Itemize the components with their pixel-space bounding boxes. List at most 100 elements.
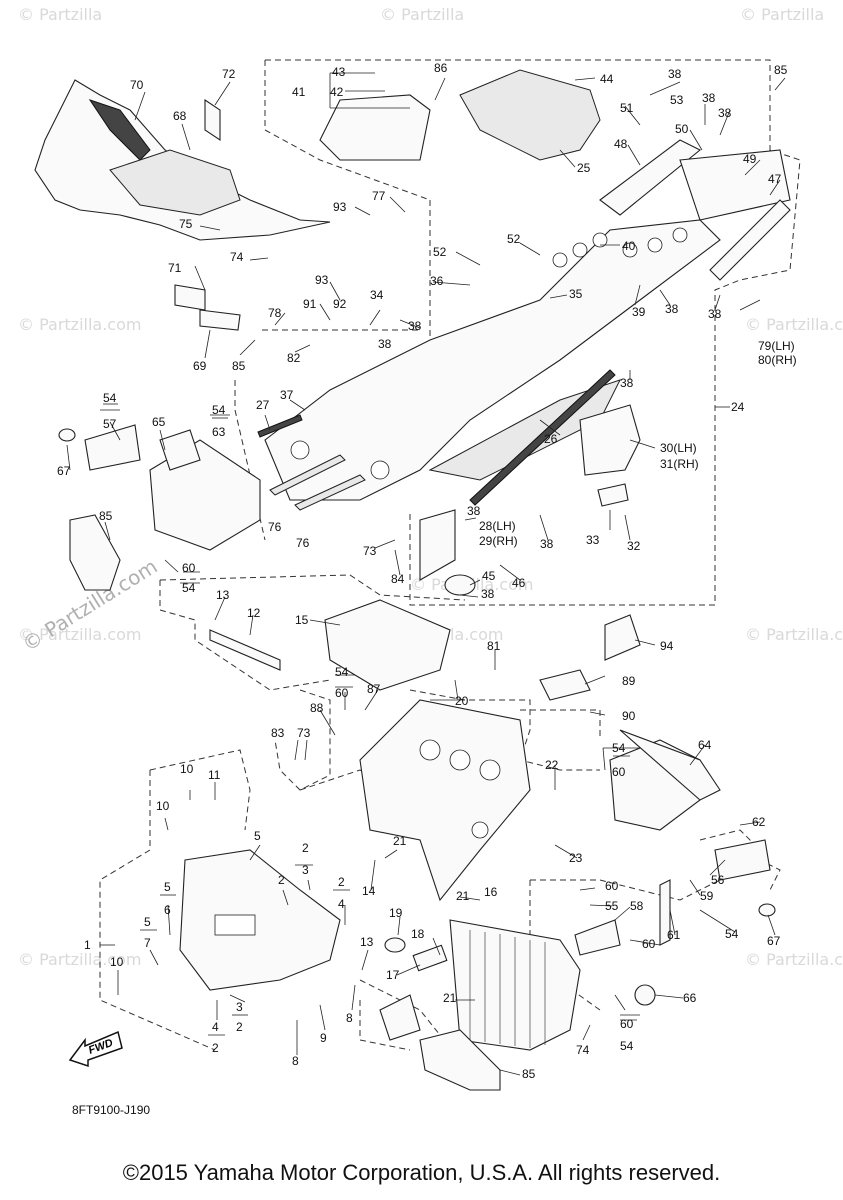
callout-54e: 54 [612,741,626,755]
watermark: © Partzilla.com [745,625,843,644]
callout-16: 16 [484,885,498,899]
callout-90: 90 [622,709,636,723]
callout-52: 52 [433,245,447,259]
watermark: © Partzilla.com [745,950,843,969]
callout-35: 35 [569,287,583,301]
callout-85b: 85 [774,63,788,77]
callout-21b: 21 [456,889,470,903]
callout-60f: 60 [620,1017,634,1031]
callout-54d: 54 [335,665,349,679]
callout-53: 53 [670,93,684,107]
watermark: © Partzilla [740,5,824,24]
callout-84: 84 [391,572,405,586]
callout-29: 29(RH) [479,534,518,548]
callout-5b: 5 [164,880,171,894]
callout-92: 92 [333,297,347,311]
callout-54c: 54 [182,581,196,595]
callout-28: 28(LH) [479,519,516,533]
callout-2e: 2 [212,1041,219,1055]
callout-38k: 38 [718,106,732,120]
callout-79: 79(LH) [758,339,795,353]
callout-69: 69 [193,359,207,373]
leader-lines [66,72,786,1076]
callout-82: 82 [287,351,301,365]
callout-73: 73 [363,544,377,558]
callout-76b: 76 [296,536,310,550]
callout-39: 39 [632,305,646,319]
callout-25: 25 [577,161,591,175]
callout-47: 47 [768,172,782,186]
watermark: © Partzilla [380,5,464,24]
callout-13: 13 [216,588,230,602]
callout-44: 44 [600,72,614,86]
callout-9: 9 [320,1031,327,1045]
assembly-brackets [103,403,637,1036]
fwd-arrow-icon: FWD [68,1030,123,1068]
callout-78: 78 [268,306,282,320]
copyright-notice: ©2015 Yamaha Motor Corporation, U.S.A. A… [122,1160,721,1185]
callout-38i: 38 [668,67,682,81]
callout-81: 81 [487,639,501,653]
callout-67b: 67 [767,934,781,948]
callout-93: 93 [315,273,329,287]
callout-38f: 38 [467,504,481,518]
callout-23: 23 [569,851,583,865]
callout-33: 33 [586,533,600,547]
callout-7: 7 [144,936,151,950]
diagram-code: 8FT9100-J190 [72,1103,151,1117]
callout-17: 17 [386,968,400,982]
callout-54b: 54 [212,403,226,417]
callout-49: 49 [743,152,757,166]
callout-48: 48 [614,137,628,151]
callout-63: 63 [212,425,226,439]
callout-57: 57 [103,417,117,431]
callout-10: 10 [180,762,194,776]
callout-38c: 38 [665,302,679,316]
callout-68: 68 [173,109,187,123]
callout-37: 37 [280,388,294,402]
callout-6: 6 [164,903,171,917]
callout-2c: 2 [338,875,345,889]
callout-2b: 2 [278,873,285,887]
callout-4: 4 [338,897,345,911]
callout-2d: 2 [236,1020,243,1034]
callout-91: 91 [303,297,317,311]
callout-56: 56 [711,873,725,887]
callout-21c: 21 [393,834,407,848]
callout-89: 89 [622,674,636,688]
callout-34: 34 [370,288,384,302]
callout-51: 51 [620,101,634,115]
callout-18: 18 [411,927,425,941]
callout-3: 3 [302,863,309,877]
watermark: © Partzilla.com [18,950,141,969]
callout-64: 64 [698,738,712,752]
callout-38b: 38 [378,337,392,351]
callout-88: 88 [310,701,324,715]
callout-38: 38 [408,319,422,333]
callout-labels: 70 72 68 75 74 71 69 85 78 82 91 93 92 9… [57,61,797,1081]
callout-22: 22 [545,758,559,772]
callout-52b: 52 [507,232,521,246]
callout-8: 8 [346,1011,353,1025]
callout-14: 14 [362,884,376,898]
callout-93b: 93 [333,200,347,214]
callout-72: 72 [222,67,236,81]
callout-31: 31(RH) [660,457,699,471]
callout-59: 59 [700,889,714,903]
callout-71: 71 [168,261,182,275]
callout-94: 94 [660,639,674,653]
callout-46: 46 [512,576,526,590]
callout-54g: 54 [620,1039,634,1053]
watermark: © Partzilla [18,5,102,24]
part-shapes [34,69,791,1091]
callout-38g: 38 [540,537,554,551]
callout-27: 27 [256,398,270,412]
callout-50: 50 [675,122,689,136]
callout-60c: 60 [612,765,626,779]
callout-43: 43 [332,65,346,79]
callout-66: 66 [683,991,697,1005]
callout-73b: 73 [297,726,311,740]
callout-1: 1 [84,938,91,952]
callout-54: 54 [103,391,117,405]
